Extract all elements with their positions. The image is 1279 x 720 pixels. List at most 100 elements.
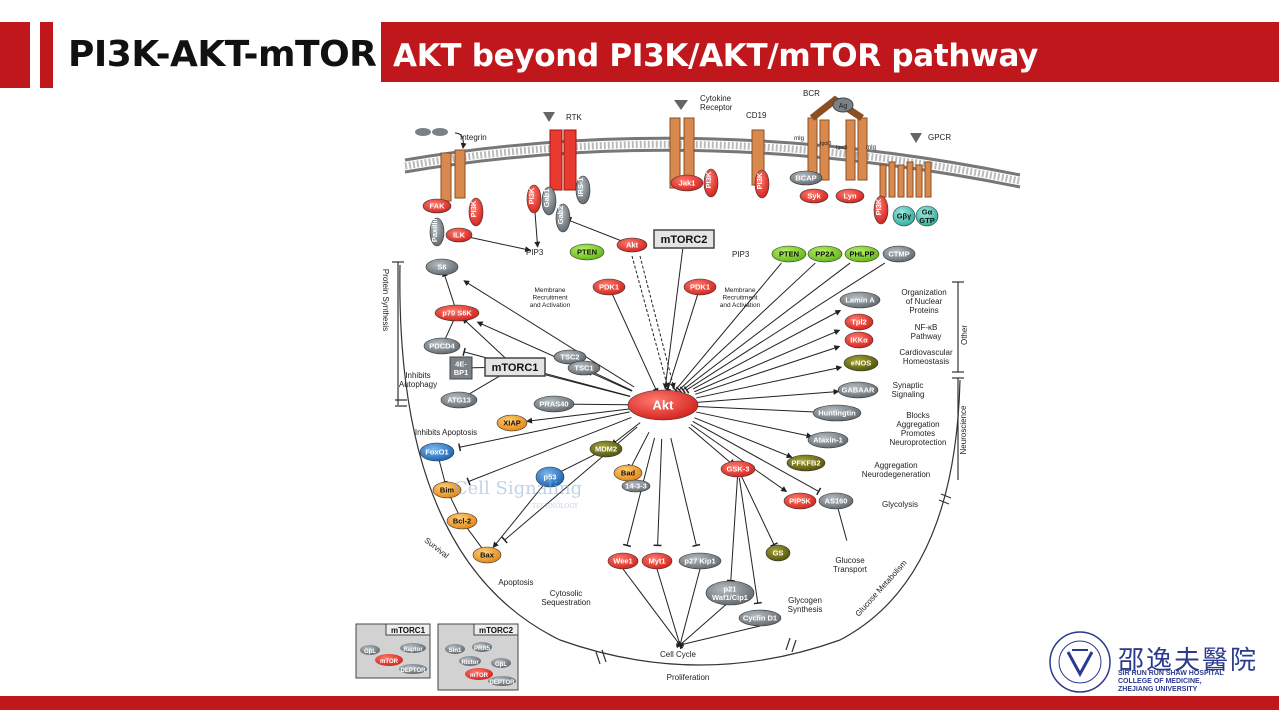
label-aggregation: Neurodegeneration <box>862 470 931 479</box>
node-1433: 14-3-3 <box>621 479 651 493</box>
label-glycolysis: Glycolysis <box>882 500 918 509</box>
svg-text:PI3K: PI3K <box>755 172 764 189</box>
svg-text:GβL: GβL <box>364 649 376 655</box>
edge-akt-tpl2 <box>694 329 841 393</box>
label-inhibits_autophagy: Inhibits <box>405 371 430 380</box>
label-pip3b: PIP3 <box>732 250 750 259</box>
svg-text:BP1: BP1 <box>454 368 469 377</box>
edge-ctmp-akt <box>683 262 886 394</box>
label-blocks: Blocks <box>906 411 930 420</box>
label-watermark2: TECHNOLOGY <box>532 503 579 510</box>
svg-text:AS160: AS160 <box>825 497 848 506</box>
label-glucose_transport: Transport <box>833 565 868 574</box>
svg-text:PI3K: PI3K <box>704 171 713 188</box>
edge-p53-bax <box>492 481 547 548</box>
node-akt2: Akt <box>616 237 648 253</box>
svg-text:Akt: Akt <box>626 241 639 250</box>
edge-akt-bim <box>466 416 632 486</box>
label-aggregation: Aggregation <box>874 461 917 470</box>
node-lyn: Lyn <box>835 188 865 204</box>
node-pi3k2: PI3K <box>526 184 542 214</box>
svg-text:Waf1/Cip1: Waf1/Cip1 <box>712 593 748 602</box>
edge-mtorc1-p70s6k <box>462 317 512 365</box>
svg-text:Bcl-2: Bcl-2 <box>453 517 471 526</box>
node-p27: p27 Kip1 <box>678 552 722 570</box>
label-glycogen: Glycogen <box>788 596 822 605</box>
label-blocks: Neuroprotection <box>890 438 947 447</box>
svg-text:GABAAR: GABAAR <box>842 386 875 395</box>
svg-text:PRR5: PRR5 <box>474 646 491 652</box>
node-pfkfb2: PFKFB2 <box>786 454 826 472</box>
label-memb1: and Activation <box>530 302 571 309</box>
svg-text:ATG13: ATG13 <box>447 396 471 405</box>
mtorc1-inset: mTORC1 GβL Raptor mTOR DEPTOR <box>355 623 431 679</box>
label-memb1: Recruitment <box>532 295 567 302</box>
edge-akt-laminA <box>692 310 842 390</box>
node-gsk3: GSK-3 <box>720 460 756 478</box>
svg-text:PIP5K: PIP5K <box>789 497 811 506</box>
edge-akt-pfkfb2 <box>694 417 793 459</box>
edge-p27-cellcycle <box>675 568 701 647</box>
svg-text:Tpl2: Tpl2 <box>851 318 866 327</box>
mtorc2-dashed-edge <box>631 255 670 389</box>
svg-text:14-3-3: 14-3-3 <box>625 482 647 491</box>
cell-boundary-arc <box>399 264 961 666</box>
mtorc2-dashed-edge-2 <box>639 255 676 389</box>
svg-text:TSC1: TSC1 <box>574 364 593 373</box>
edge-pten2-akt <box>672 262 782 394</box>
label-other: Other <box>960 325 969 345</box>
node-4ebp1: 4E-BP1 <box>449 356 473 380</box>
edge-akt-pip5k <box>690 424 788 492</box>
svg-text:mTOR: mTOR <box>470 673 489 679</box>
label-cardio: Homeostasis <box>903 357 949 366</box>
svg-text:p53: p53 <box>544 473 557 482</box>
svg-text:XIAP: XIAP <box>503 419 521 428</box>
svg-text:FoxO1: FoxO1 <box>425 448 448 457</box>
edge-akt-bad <box>627 431 650 469</box>
label-rtk: RTK <box>566 113 583 122</box>
svg-text:p27 Kip1: p27 Kip1 <box>684 557 715 566</box>
svg-text:PDK1: PDK1 <box>690 283 710 292</box>
edge-pp2a-akt <box>675 262 816 394</box>
edge-akt-mdm2 <box>610 422 641 446</box>
svg-text:PDK1: PDK1 <box>599 283 619 292</box>
label-iga: Igα/β <box>820 141 831 147</box>
node-fak: FAK <box>422 198 452 214</box>
svg-text:4E-: 4E- <box>455 359 467 368</box>
label-memb2: Membrane <box>724 287 755 294</box>
svg-text:Rictor: Rictor <box>461 660 479 666</box>
edge-akt-ikka <box>695 345 841 395</box>
node-bim: Bim <box>432 481 462 499</box>
svg-text:PTEN: PTEN <box>779 250 799 259</box>
label-igb: Igα/β <box>836 145 847 151</box>
svg-text:Bad: Bad <box>621 469 636 478</box>
svg-text:PTEN: PTEN <box>577 248 597 257</box>
node-akt: Akt <box>627 389 699 421</box>
label-memb2: Recruitment <box>722 295 757 302</box>
node-phlpp: PHLPP <box>844 245 880 263</box>
label-cardio: Cardiovascular <box>899 348 953 357</box>
gpcr-receptor <box>879 133 932 198</box>
node-pdk1a: PDK1 <box>592 278 626 296</box>
svg-text:GSK-3: GSK-3 <box>727 465 750 474</box>
node-bax: Bax <box>472 546 502 564</box>
node-huntingtin: Huntingtin <box>812 404 862 422</box>
node-pp2a: PP2A <box>807 245 843 263</box>
node-ikka: IKKα <box>844 331 874 349</box>
node-ctmp: CTMP <box>882 245 916 263</box>
label-mig2: mIg <box>866 145 876 151</box>
svg-text:Cyclin D1: Cyclin D1 <box>743 614 777 623</box>
label-cell_cycle: Cell Cycle <box>660 650 697 659</box>
node-tpl2: Tpl2 <box>844 313 874 331</box>
edge-p21-cellcycle <box>676 600 731 649</box>
edge-pdk1b-akt <box>665 293 699 395</box>
node-pten2: PTEN <box>771 245 807 263</box>
edge-as160-glucose_transport <box>836 503 848 541</box>
label-cytokine: Receptor <box>700 103 733 112</box>
label-synaptic: Signaling <box>892 390 925 399</box>
node-syk: Syk <box>799 188 829 204</box>
svg-text:mTORC2: mTORC2 <box>661 234 708 246</box>
slide-title: PI3K-AKT-mTOR <box>68 34 377 75</box>
node-irs1: IRS-1 <box>575 175 591 205</box>
label-glucose_transport: Glucose <box>835 556 865 565</box>
